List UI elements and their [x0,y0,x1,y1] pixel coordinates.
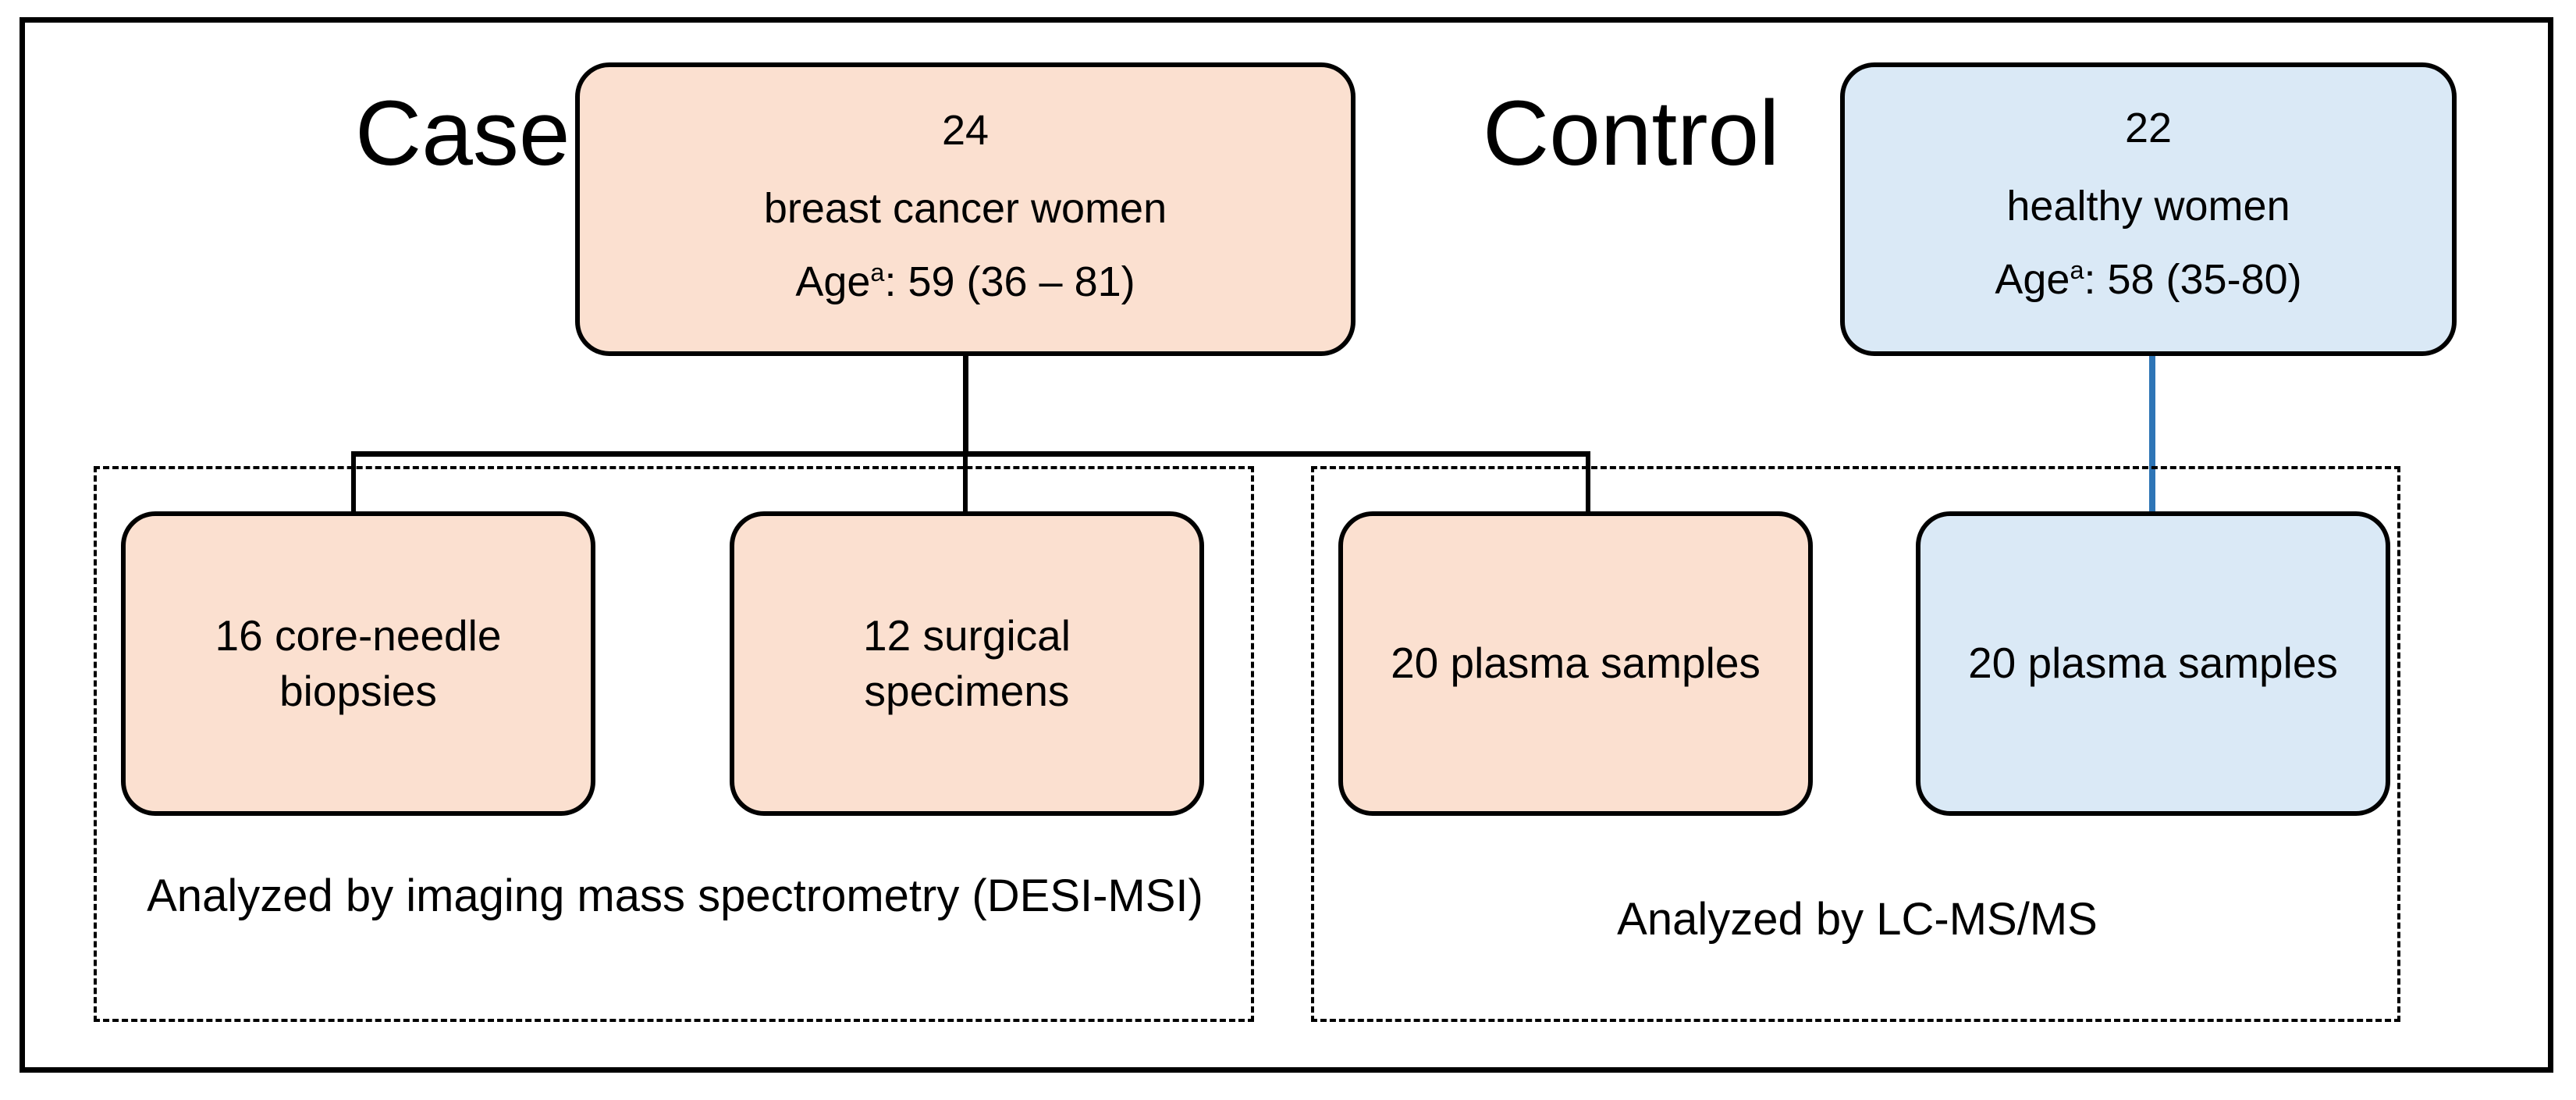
node-control-plasma-samples: 20 plasma samples [1916,511,2390,816]
dashed-group-control [1311,466,2400,1022]
connector-case-horizontal-bus [351,451,1590,457]
case-cohort-age: Agea: 59 (36 – 81) [795,258,1135,305]
node-case-surgical-specimens: 12 surgical specimens [730,511,1204,816]
case-age-label: Age [795,258,871,306]
connector-control-stem [2149,356,2155,515]
node-case-core-needle-biopsies: 16 core-needle biopsies [121,511,595,816]
case-biopsies-label: 16 core-needle biopsies [215,611,502,716]
control-age-footnote-marker: a [2070,256,2084,285]
case-age-value: : 59 (36 – 81) [884,258,1135,306]
control-plasma-label: 20 plasma samples [1968,639,2338,688]
case-age-footnote-marker: a [870,258,885,287]
case-cohort-description: breast cancer women [763,184,1167,232]
connector-case-stem [963,356,968,456]
control-cohort-age: Agea: 58 (35-80) [1995,256,2301,303]
control-cohort-count: 22 [2124,105,2173,152]
node-case-cohort: 24 breast cancer women Agea: 59 (36 – 81… [575,62,1356,356]
case-plasma-label: 20 plasma samples [1391,639,1761,688]
control-age-value: : 58 (35-80) [2084,256,2302,304]
node-case-plasma-samples: 20 plasma samples [1338,511,1813,816]
caption-case-analysis: Analyzed by imaging mass spectrometry (D… [147,870,1203,921]
connector-drop-plasma-case [1586,451,1590,515]
group-label-control: Control [1483,82,1780,185]
node-control-cohort: 22 healthy women Agea: 58 (35-80) [1840,62,2457,356]
case-specimens-label: 12 surgical specimens [863,611,1071,716]
caption-control-analysis: Analyzed by LC-MS/MS [1617,894,2098,945]
connector-drop-specimens [963,451,968,515]
connector-drop-biopsies [351,451,356,515]
group-label-case: Case [355,82,570,185]
control-cohort-description: healthy women [2006,182,2290,230]
control-age-label: Age [1995,256,2070,304]
case-cohort-count: 24 [941,107,990,155]
dashed-group-case [94,466,1254,1022]
